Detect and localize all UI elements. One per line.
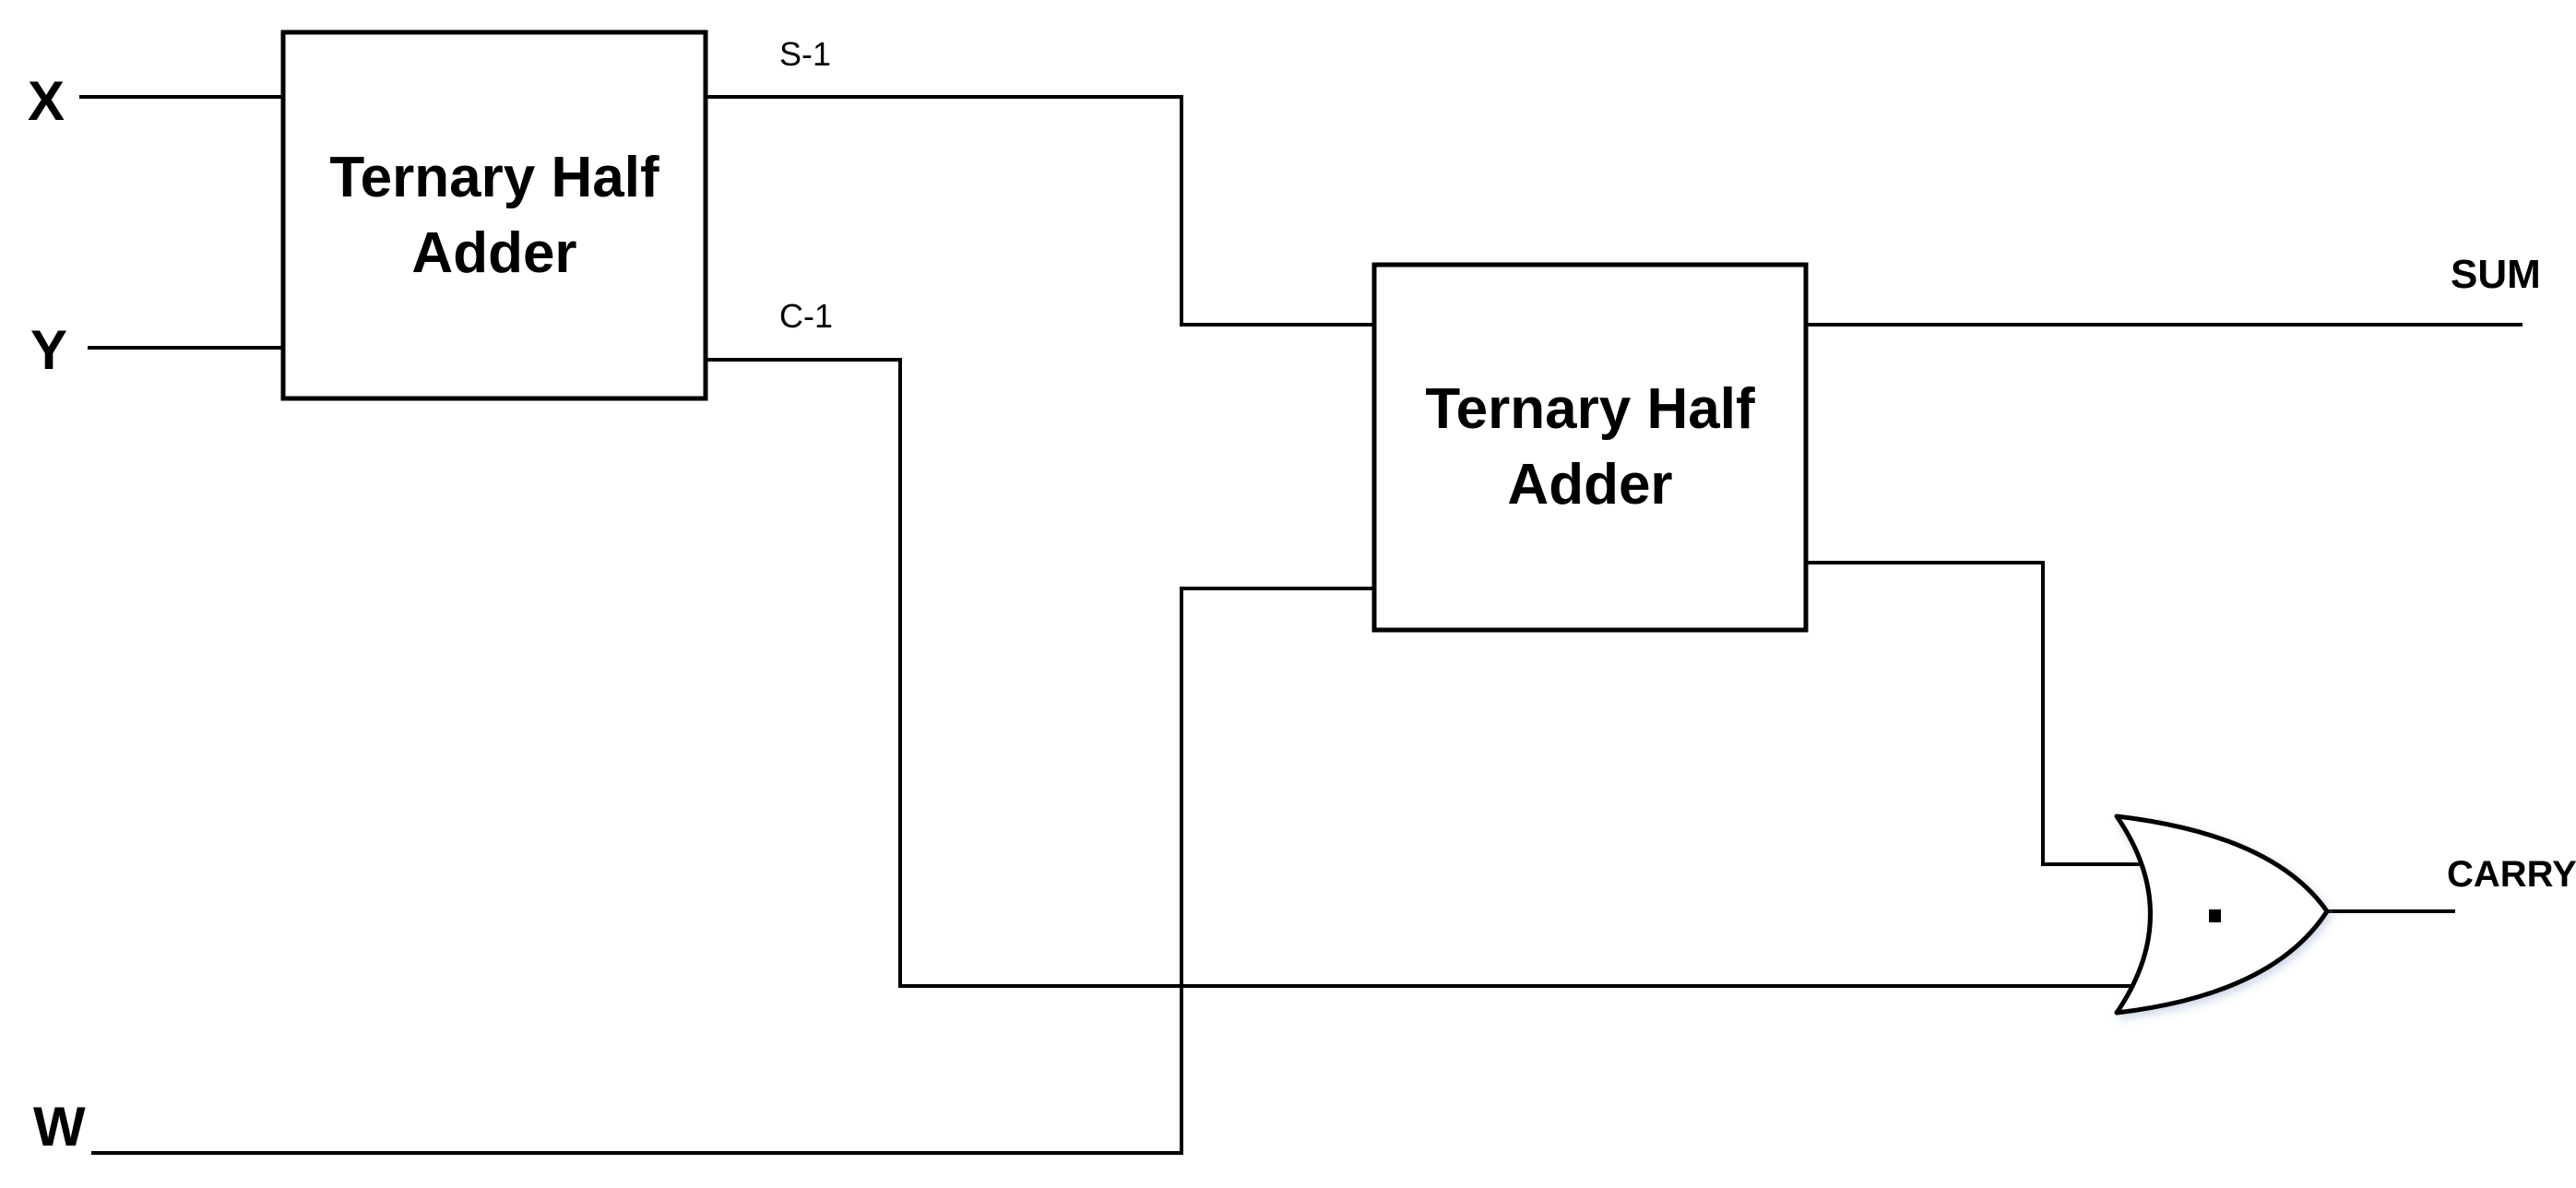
output-label-carry: CARRY [2447, 854, 2576, 895]
half-adder-2-label-line1: Ternary Half [1425, 377, 1755, 442]
wire-label-c1: C-1 [779, 297, 834, 335]
half-adder-1-label: Ternary Half Adder [283, 32, 706, 398]
input-label-w: W [33, 1096, 86, 1158]
half-adder-1-label-line2: Adder [411, 220, 577, 285]
or-gate-dot [2209, 909, 2221, 922]
wire-c1 [706, 358, 2167, 988]
half-adder-1-box [280, 30, 708, 401]
wire-s1 [706, 95, 1374, 327]
half-adder-2-label-line2: Adder [1507, 453, 1673, 517]
output-label-sum: SUM [2451, 252, 2541, 297]
half-adder-2-box [1371, 262, 1809, 633]
wire-input-w [91, 587, 1374, 1155]
half-adder-2-label: Ternary Half Adder [1374, 265, 1806, 630]
input-label-y: Y [30, 319, 68, 381]
or-gate [2114, 814, 2330, 1016]
half-adder-1-label-line1: Ternary Half [329, 145, 659, 209]
input-label-x: X [28, 70, 65, 132]
wire-carry2 [1806, 561, 2167, 866]
wire-label-s1: S-1 [779, 35, 832, 73]
